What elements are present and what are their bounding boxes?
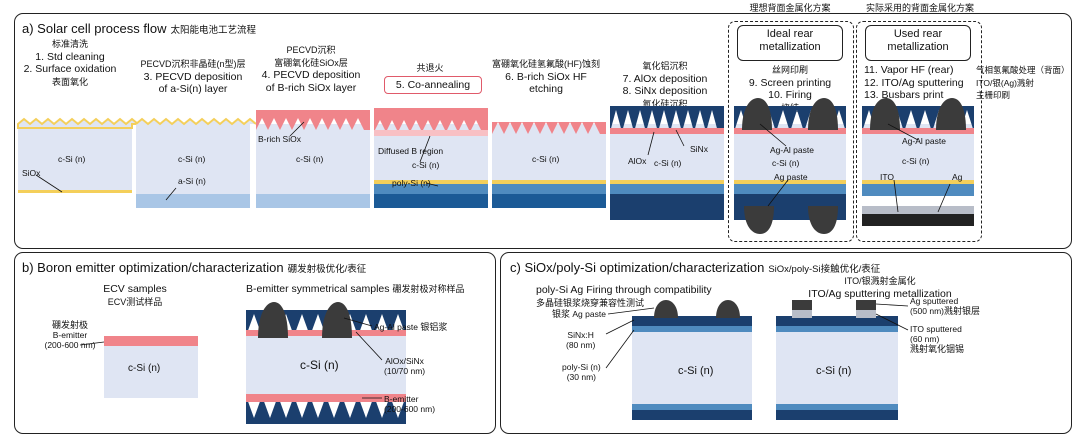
step-8-text: 11. Vapor HF (rear) 12. ITO/Ag sputterin… xyxy=(864,64,964,101)
step-2-text: PECVD沉积非晶硅(n型)层 3. PECVD deposition of a… xyxy=(140,59,246,95)
cell-3 xyxy=(256,110,370,208)
label-ito-sputtered: ITO sputtered (60 nm) 溅射氧化铟锡 xyxy=(910,324,965,354)
cell-5 xyxy=(492,122,606,208)
sym-title: B-emitter symmetrical samples 硼发射极对称样品 xyxy=(246,283,465,295)
callout-lines-c xyxy=(605,303,909,369)
step-6-text: 氧化铝沉积 7. AlOx deposition 8. SiNx deposit… xyxy=(622,61,708,109)
label-ag-sputtered: Ag sputtered (500 nm)溅射银层 xyxy=(910,296,981,316)
label-csi-1: c-Si (n) xyxy=(58,154,86,164)
label-csi-7: c-Si (n) xyxy=(772,158,800,168)
used-rear-box: Used rear metallization xyxy=(865,25,971,61)
label-brich: B-rich SiOx xyxy=(258,134,301,144)
label-sinx: SiNx xyxy=(690,144,708,154)
label-csi-3: c-Si (n) xyxy=(296,154,324,164)
label-siox: SiOx xyxy=(22,168,41,178)
panel-a xyxy=(14,13,1072,249)
cell-1 xyxy=(17,117,141,193)
label-csi-8: c-Si (n) xyxy=(902,156,930,166)
cell-4 xyxy=(374,108,488,208)
label-csi-2: c-Si (n) xyxy=(178,154,206,164)
ecv-emitter-label: 硼发射极 B-emitter (200-600 nm) xyxy=(44,320,96,350)
step-1-text: 标准清洗 1. Std cleaning 2. Surface oxidatio… xyxy=(23,39,117,87)
label-agal-b: Ag-Al paste 银铝浆 xyxy=(374,322,448,332)
panel-c-right-title: ITO/银溅射金属化 ITO/Ag sputtering metallizati… xyxy=(808,276,952,300)
ideal-rear-frame xyxy=(728,21,854,242)
label-ecv-csi: c-Si (n) xyxy=(128,363,161,374)
label-bemitter-bottom: B-emitter (200-600 nm) xyxy=(384,394,436,414)
label-polysi-c: poly-Si (n) (30 nm) xyxy=(562,362,601,382)
step-3-text: PECVD沉积 富硼氧化硅SiOx层 4. PECVD deposition o… xyxy=(261,45,361,94)
ecv-title: ECV samples ECV测试样品 xyxy=(103,283,167,307)
panel-c xyxy=(500,252,1072,434)
panel-c-title: c) SiOx/poly-Si optimization/characteriz… xyxy=(510,260,881,275)
label-csi-c1: c-Si (n) xyxy=(678,365,714,377)
ecv-sample xyxy=(104,336,198,398)
firing-sample xyxy=(632,300,752,420)
label-agal-7: Ag-Al paste xyxy=(770,145,814,155)
label-csi-5: c-Si (n) xyxy=(532,154,560,164)
co-annealing-box: 5. Co-annealing xyxy=(384,76,482,94)
cell-2 xyxy=(135,117,257,208)
label-asi: a-Si (n) xyxy=(178,176,206,186)
cell-6 xyxy=(610,106,724,220)
step-4-text: 共退火 xyxy=(416,63,444,73)
label-polysi: poly-Si (n) xyxy=(392,178,431,188)
label-ag-paste-c: 银浆 Ag paste xyxy=(552,309,606,319)
sputter-sample xyxy=(776,300,898,420)
step-8-cn: 气相氢氟酸处理（背面） ITO/银(Ag)溅射 主栅印刷 xyxy=(976,65,1070,100)
header-cn-ideal: 理想背面金属化方案 xyxy=(749,3,831,13)
label-csi-4: c-Si (n) xyxy=(412,160,440,170)
panel-c-left-title: poly-Si Ag Firing through compatibility … xyxy=(536,284,712,308)
label-ito: ITO xyxy=(880,172,895,182)
label-ag: Ag xyxy=(952,172,963,182)
panel-b xyxy=(14,252,496,434)
sym-sample xyxy=(246,302,406,424)
label-ag-paste: Ag paste xyxy=(774,172,808,182)
label-agal-8: Ag-Al paste xyxy=(902,136,946,146)
label-alox: AlOx xyxy=(628,156,647,166)
label-alox-sinx: AlOx/SiNx (10/70 nm) xyxy=(384,356,426,376)
used-rear-frame xyxy=(856,21,982,242)
header-cn-used: 实际采用的背面金属化方案 xyxy=(865,3,974,13)
ideal-rear-box: Ideal rear metallization xyxy=(737,25,843,61)
panel-b-title: b) Boron emitter optimization/characteri… xyxy=(22,260,367,275)
step-5-text: 富硼氧化硅氢氟酸(HF)蚀刻 6. B-rich SiOx HF etching xyxy=(492,59,600,95)
callout-lines-a xyxy=(35,121,951,213)
label-sym-csi: c-Si (n) xyxy=(300,358,339,372)
label-csi-c2: c-Si (n) xyxy=(816,365,852,377)
label-diffused: Diffused B region xyxy=(378,146,444,156)
step-7-text: 丝网印刷 9. Screen printing 10. Firing 烧结 xyxy=(748,65,832,113)
label-csi-6: c-Si (n) xyxy=(654,158,682,168)
callout-lines-b xyxy=(79,317,383,399)
label-sinx-h: SiNx:H (80 nm) xyxy=(566,330,596,350)
